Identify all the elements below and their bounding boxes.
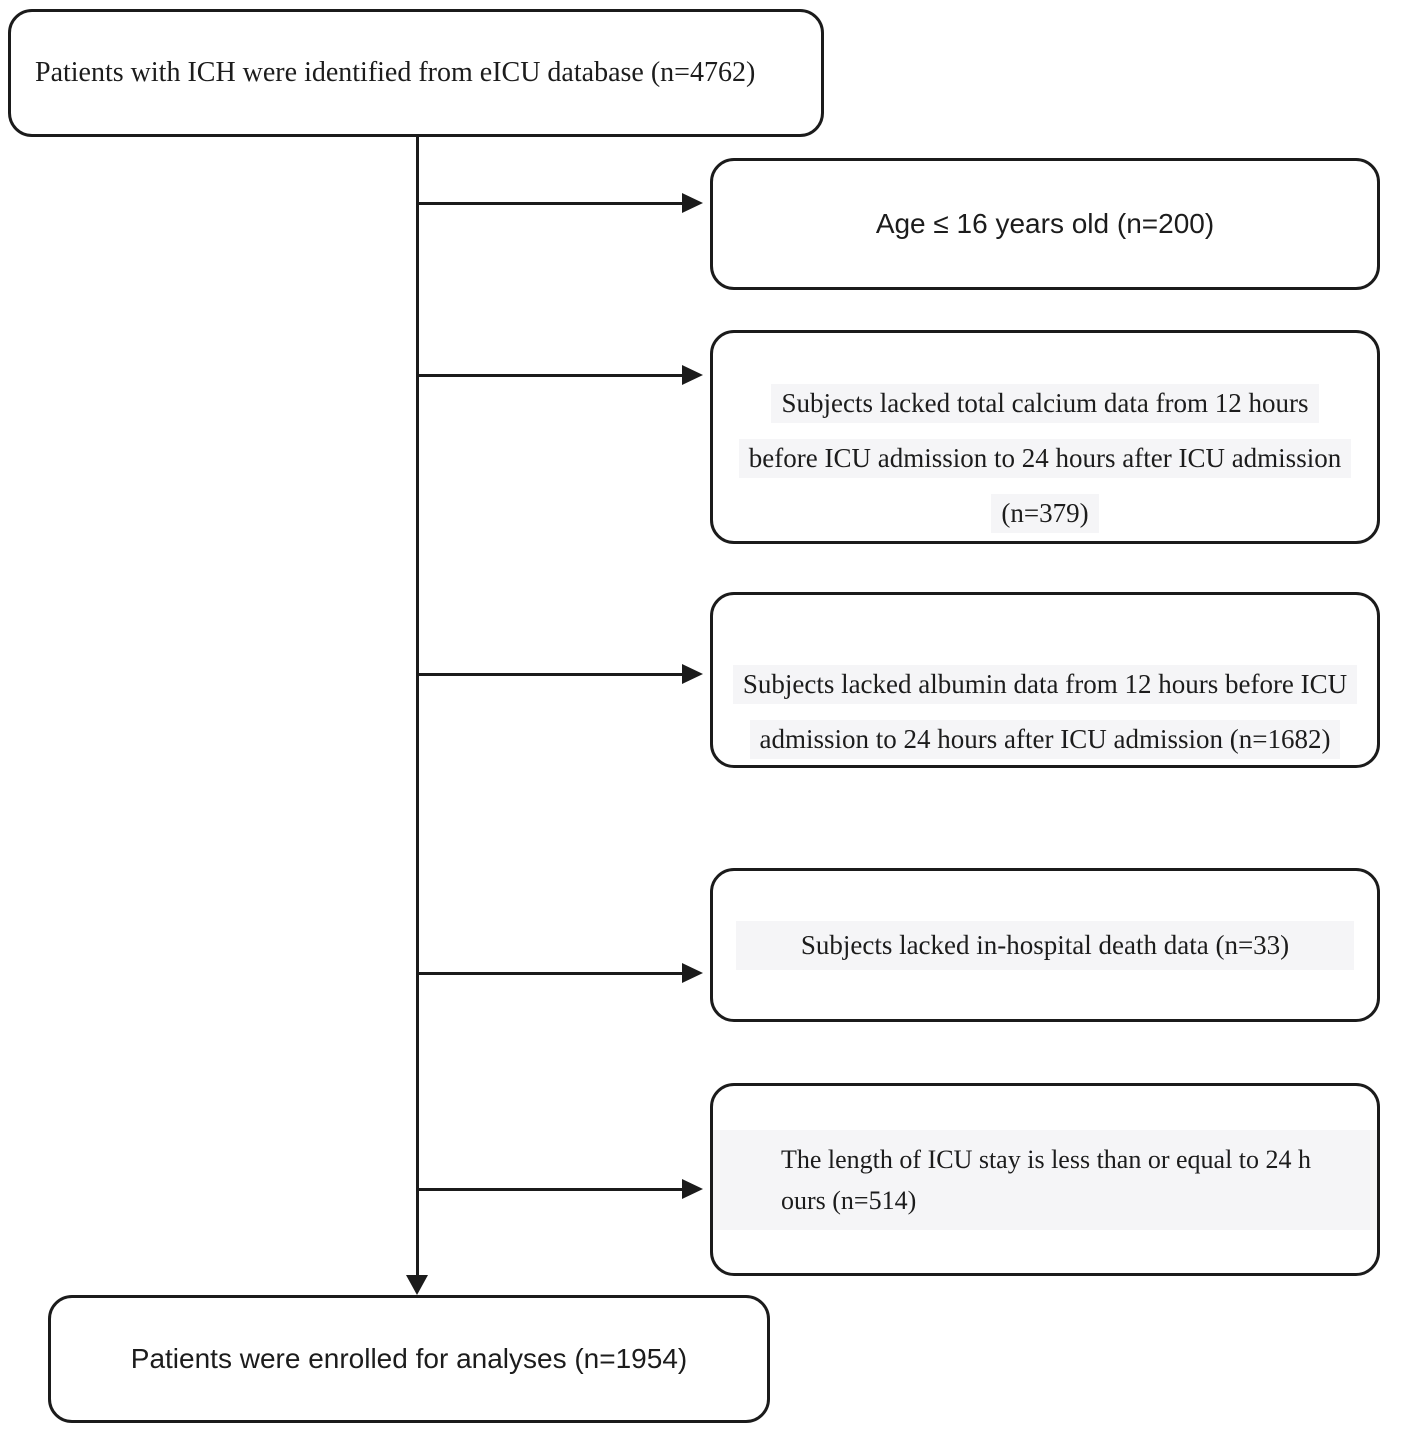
arrowhead-right-icon [682, 963, 703, 983]
exclusion-box-age: Age ≤ 16 years old (n=200) [710, 158, 1380, 290]
exclusion-box-death-data: Subjects lacked in-hospital death data (… [710, 868, 1380, 1022]
exclusion-death-text: Subjects lacked in-hospital death data (… [800, 929, 1290, 960]
exclusion-age-text: Age ≤ 16 years old (n=200) [875, 208, 1215, 239]
arrowhead-down-icon [406, 1275, 428, 1295]
arrowhead-right-icon [682, 365, 703, 385]
exclusion-albumin-line-1: Subjects lacked albumin data from 12 hou… [732, 665, 1358, 704]
exclusion-icu-stay-highlight: The length of ICU stay is less than or e… [713, 1129, 1377, 1230]
source-box-text: Patients with ICH were identified from e… [35, 57, 756, 88]
branch-line-5 [417, 1188, 683, 1191]
exclusion-icu-stay-line-2: ours (n=514) [781, 1185, 917, 1215]
branch-line-1 [417, 202, 683, 205]
branch-line-2 [417, 374, 683, 377]
exclusion-box-albumin: Subjects lacked albumin data from 12 hou… [710, 592, 1380, 768]
arrowhead-right-icon [682, 664, 703, 684]
exclusion-box-calcium: Subjects lacked total calcium data from … [710, 330, 1380, 544]
exclusion-icu-stay-line-1: The length of ICU stay is less than or e… [781, 1144, 1312, 1174]
arrowhead-right-icon [682, 1179, 703, 1199]
exclusion-box-icu-stay: The length of ICU stay is less than or e… [710, 1083, 1380, 1276]
exclusion-death-highlight: Subjects lacked in-hospital death data (… [736, 920, 1354, 970]
branch-line-3 [417, 673, 683, 676]
exclusion-calcium-line-2: before ICU admission to 24 hours after I… [738, 439, 1352, 478]
result-box: Patients were enrolled for analyses (n=1… [48, 1295, 770, 1423]
arrowhead-right-icon [682, 193, 703, 213]
exclusion-calcium-line-1: Subjects lacked total calcium data from … [771, 384, 1319, 423]
exclusion-albumin-line-2: admission to 24 hours after ICU admissio… [749, 720, 1341, 759]
branch-line-4 [417, 972, 683, 975]
exclusion-calcium-line-3: (n=379) [991, 494, 1099, 533]
source-box: Patients with ICH were identified from e… [8, 9, 824, 137]
result-box-text: Patients were enrolled for analyses (n=1… [130, 1343, 688, 1374]
connector-vertical-line [416, 137, 419, 1277]
